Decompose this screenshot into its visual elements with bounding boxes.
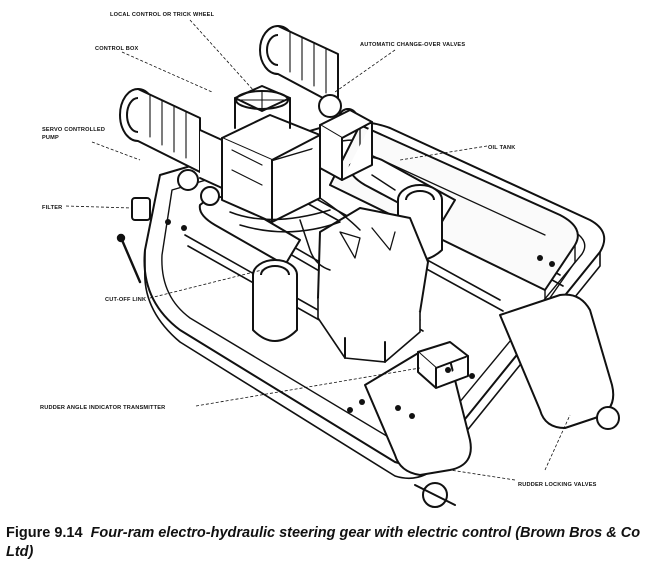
label-control-box: CONTROL BOX	[95, 46, 138, 52]
leader-locking-a	[449, 469, 516, 481]
leader-servo-pump	[91, 141, 141, 161]
steering-gear-diagram: LOCAL CONTROL OR TRICK WHEEL CONTROL BOX…	[40, 12, 620, 508]
leader-changeover	[334, 49, 396, 93]
control-box	[221, 85, 321, 223]
changeover-valves	[319, 109, 373, 181]
label-servo-pump-1: SERVO CONTROLLED	[42, 127, 105, 133]
label-rudder-angle: RUDDER ANGLE INDICATOR TRANSMITTER	[40, 405, 165, 411]
ram-right-front	[499, 293, 620, 430]
leader-locking-b	[544, 414, 571, 471]
leader-control-box	[121, 51, 213, 93]
figure-number: Figure 9.14	[6, 525, 83, 541]
leader-rudder-angle	[195, 367, 421, 407]
label-servo-pump-2: PUMP	[42, 135, 59, 141]
label-filter: FILTER	[42, 205, 62, 211]
label-cut-off-link: CUT-OFF LINK	[105, 297, 146, 303]
label-oil-tank: OIL TANK	[488, 145, 516, 151]
leader-cut-off	[149, 269, 263, 299]
figure-caption-text: Four-ram electro-hydraulic steering gear…	[6, 525, 641, 560]
cylinder-left	[252, 259, 298, 342]
trick-wheel	[235, 90, 289, 110]
motor-right	[259, 25, 358, 128]
lever	[116, 233, 142, 284]
filter-body	[131, 197, 151, 221]
label-local-control: LOCAL CONTROL OR TRICK WHEEL	[110, 12, 215, 18]
label-changeover-valves: AUTOMATIC CHANGE-OVER VALVES	[360, 42, 465, 48]
motor-left	[119, 88, 223, 206]
leader-filter	[65, 205, 133, 209]
leader-local-control	[189, 19, 256, 93]
pipework	[229, 174, 396, 271]
angle-transmitter	[417, 341, 469, 389]
tiller-housing	[317, 207, 429, 363]
bolts	[165, 219, 555, 419]
label-rudder-locking: RUDDER LOCKING VALVES	[518, 482, 597, 488]
